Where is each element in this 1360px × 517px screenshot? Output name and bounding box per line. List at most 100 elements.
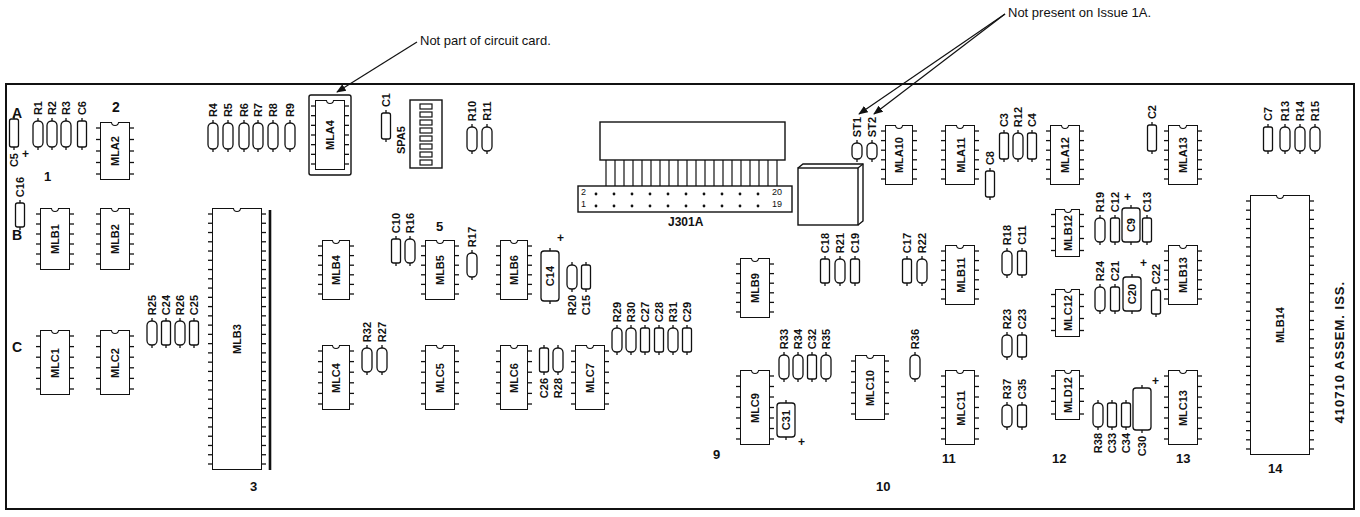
ic-pin (770, 396, 774, 397)
ic-pin (528, 284, 532, 285)
part-designator: MLB9 (749, 273, 761, 303)
part-designator: R17 (466, 227, 478, 247)
ic-pin (262, 371, 266, 372)
ic-chip: MLC5 (425, 345, 455, 410)
ic-pin (130, 213, 134, 214)
ic-pin (262, 278, 266, 279)
ic-pin (975, 169, 979, 170)
ic-pin (262, 334, 266, 335)
ic-pin (262, 408, 266, 409)
resistor-symbol (1280, 127, 1290, 151)
part-designator: R25 (146, 295, 158, 315)
electrolytic-capacitor-symbol (1133, 388, 1151, 430)
ic-pin (262, 445, 266, 446)
ic-pin (1310, 356, 1314, 357)
parts-layer (10, 106, 1321, 464)
ic-chip: MLD12 (1055, 370, 1080, 420)
header-pin (704, 160, 705, 186)
part-designator: MLA11 (954, 137, 966, 172)
header-pin (650, 160, 651, 186)
capacitor-symbol (10, 119, 19, 147)
ic-pin (605, 393, 609, 394)
ic-pin (528, 382, 532, 383)
part-designator: R19 (1094, 192, 1106, 212)
resistor-symbol (405, 239, 415, 263)
ic-pin (455, 245, 459, 246)
ic-pin (1080, 388, 1084, 389)
part-designator: ST1 (851, 117, 863, 137)
header-pin (668, 160, 669, 186)
header-pin (641, 160, 642, 186)
part-designator: R10 (466, 101, 478, 121)
resistor-symbol (147, 321, 157, 345)
resistor-symbol (268, 123, 278, 149)
ic-pin (345, 163, 349, 164)
ic-chip: MLC7 (575, 345, 605, 410)
socket-pin (613, 193, 616, 196)
switch-toggle (420, 128, 432, 133)
resistor-symbol (835, 259, 845, 283)
ic-pin (1310, 402, 1314, 403)
ic-pin (262, 417, 266, 418)
ic-notch (751, 258, 759, 262)
pin-number: 1 (581, 200, 586, 209)
callout-number: A (12, 106, 22, 121)
capacitor-symbol (641, 328, 650, 352)
ic-pin (130, 162, 134, 163)
ic-pin (350, 284, 354, 285)
ic-pin (262, 426, 266, 427)
electrolytic-capacitor-symbol (1122, 208, 1140, 242)
capacitor-symbol (190, 321, 199, 345)
part-designator: C20 (1126, 284, 1138, 304)
part-designator: R38 (1092, 433, 1104, 453)
electrolytic-capacitor-symbol (777, 403, 795, 437)
part-designator: MLB3 (231, 324, 243, 354)
dip-switch (410, 100, 442, 168)
socket-pin (667, 193, 670, 196)
ic-pin (975, 407, 979, 408)
part-designator: R30 (625, 302, 637, 322)
ic-pin (975, 396, 979, 397)
socket-pin (667, 205, 670, 208)
capacitor-symbol (1018, 405, 1027, 427)
ic-pin (913, 130, 917, 131)
ic-pin (975, 417, 979, 418)
part-designator: C23 (1016, 309, 1028, 329)
resistor-symbol (239, 123, 249, 149)
capacitor-symbol (16, 203, 25, 227)
ic-pin (1198, 396, 1202, 397)
resistor-symbol (47, 121, 57, 147)
ic-pin (345, 115, 349, 116)
ic-pin (770, 273, 774, 274)
ic-pin (605, 382, 609, 383)
ic-notch (1064, 289, 1072, 293)
capacitor-symbol (808, 355, 817, 379)
resistor-symbol (821, 355, 831, 379)
board-text: 410710 ASSEM. ISS. (1333, 281, 1347, 424)
ic-pin (913, 140, 917, 141)
header-pin (713, 160, 714, 186)
part-designator: C6 (76, 101, 88, 115)
ic-pin (350, 403, 354, 404)
ic-pin (528, 393, 532, 394)
socket-pin (721, 205, 724, 208)
pin-number: 20 (772, 188, 782, 197)
part-designator: MLC11 (954, 390, 966, 425)
part-designator: C3 (998, 113, 1010, 127)
ic-pin (770, 283, 774, 284)
ic-pin (885, 360, 889, 361)
ic-pin (770, 407, 774, 408)
ic-pin (70, 388, 74, 389)
ic-pin (130, 173, 134, 174)
ic-pin (913, 178, 917, 179)
ic-pin (350, 361, 354, 362)
part-designator: R16 (404, 213, 416, 233)
ic-chip: MLB3 (212, 208, 262, 470)
ic-pin (262, 399, 266, 400)
ic-pin (1198, 178, 1202, 179)
ic-pin (455, 393, 459, 394)
part-designator: C9 (1125, 218, 1137, 232)
callout-number: + (557, 232, 564, 245)
ic-pin (262, 269, 266, 270)
ic-pin (528, 361, 532, 362)
